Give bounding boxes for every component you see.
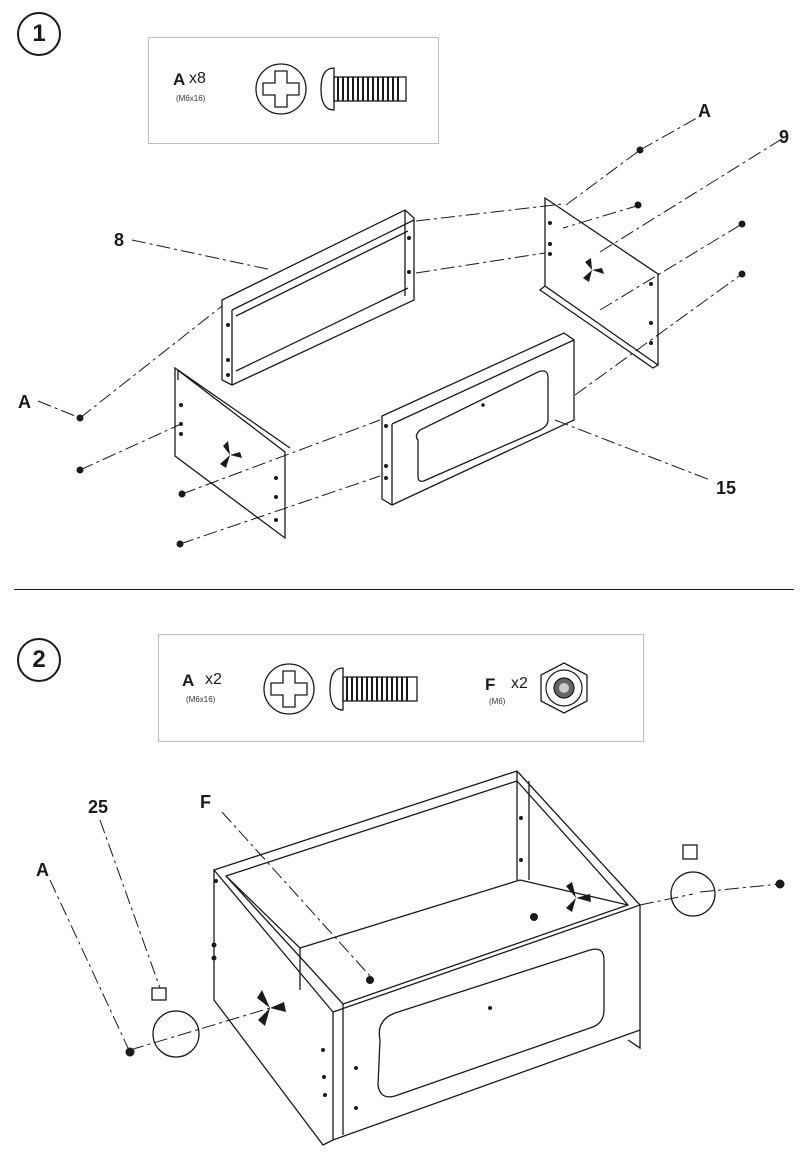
step-2-assembly-drawing bbox=[0, 0, 809, 1155]
